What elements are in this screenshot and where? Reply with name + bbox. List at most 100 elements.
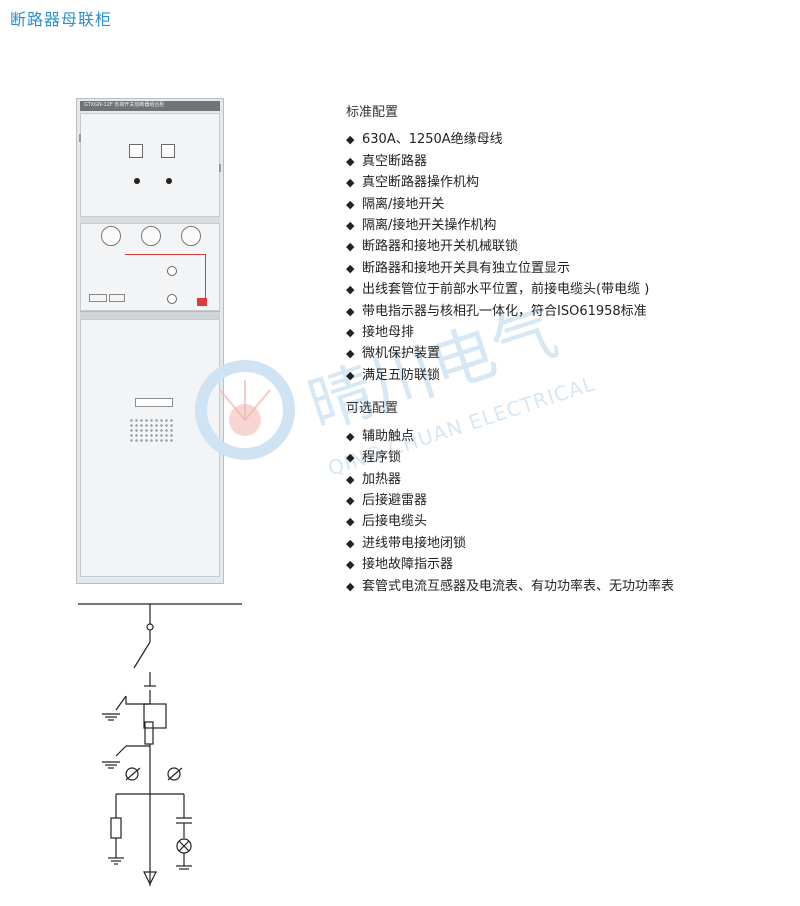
watermark-sun-icon bbox=[219, 380, 271, 436]
diamond-bullet-icon: ◆ bbox=[346, 429, 355, 443]
dial-icon bbox=[141, 226, 161, 246]
standard-config-title: 标准配置 bbox=[346, 105, 399, 120]
diamond-bullet-icon: ◆ bbox=[346, 579, 355, 593]
standard-item-text: 断路器和接地开关机械联锁 bbox=[362, 239, 519, 255]
fuse-icon bbox=[144, 721, 154, 745]
optional-item-text: 加热器 bbox=[362, 471, 402, 487]
diamond-bullet-icon: ◆ bbox=[346, 451, 355, 465]
optional-item: ◆ 进线带电接地闭锁 bbox=[346, 533, 786, 554]
vent-grille bbox=[129, 418, 175, 444]
cabinet-mid-panel bbox=[80, 223, 220, 311]
standard-item: ◆ 断路器和接地开关具有独立位置显示 bbox=[346, 258, 786, 279]
standard-item: ◆ 隔离/接地开关 bbox=[346, 194, 786, 215]
nameplate-slot bbox=[135, 398, 173, 407]
optional-item: ◆ 后接避雷器 bbox=[346, 490, 786, 511]
standard-item-text: 接地母排 bbox=[362, 325, 415, 341]
optional-config-title: 可选配置 bbox=[346, 401, 399, 417]
standard-item-text: 真空断路器 bbox=[362, 153, 428, 169]
diamond-bullet-icon: ◆ bbox=[346, 304, 355, 318]
optional-item-text: 程序锁 bbox=[362, 450, 402, 466]
single-line-diagram bbox=[78, 603, 242, 886]
standard-item-text: 隔离/接地开关 bbox=[362, 196, 445, 212]
optional-config-list: ◆ 辅助触点 ◆ 程序锁 ◆ 加热器 ◆ 后接避雷器 ◆ 后接电缆头 ◆ 进线带电接地闭锁 ◆ 接地故障指… bbox=[346, 426, 786, 597]
optional-item-text: 辅助触点 bbox=[362, 428, 415, 444]
operation-button bbox=[167, 266, 177, 276]
optional-item: ◆ 辅助触点 bbox=[346, 426, 786, 447]
standard-item: ◆ 出线套管位于前部水平位置，前接电缆头(带电缆 ) bbox=[346, 279, 786, 300]
diamond-bullet-icon: ◆ bbox=[346, 536, 355, 550]
diamond-bullet-icon: ◆ bbox=[346, 133, 355, 147]
mimic-line bbox=[205, 254, 206, 304]
standard-item: ◆ 真空断路器 bbox=[346, 151, 786, 172]
diamond-bullet-icon: ◆ bbox=[346, 326, 355, 340]
optional-item-text: 进线带电接地闭锁 bbox=[362, 535, 467, 551]
optional-item-text: 后接避雷器 bbox=[362, 492, 428, 508]
spec-list: 标准配置 ◆ 630A、1250A绝缘母线 ◆ 真空断路器 ◆ 真空断路器操作机构 ◆ 隔离/… bbox=[346, 102, 786, 597]
standard-item-text: 断路器和接地开关具有独立位置显示 bbox=[362, 260, 571, 276]
standard-item-text: 带电指示器与核相孔一体化，符合ISO61958标准 bbox=[362, 303, 647, 319]
cable-terminal-icon bbox=[143, 871, 157, 886]
indicator-icon bbox=[161, 144, 175, 158]
diamond-bullet-icon: ◆ bbox=[346, 283, 355, 297]
cabinet-illustration: GTXGN-12F 负荷开关熔断器组合柜 bbox=[76, 98, 224, 584]
diamond-bullet-icon: ◆ bbox=[346, 261, 355, 275]
standard-item-text: 微机保护装置 bbox=[362, 346, 441, 362]
cabinet-label-strip: GTXGN-12F 负荷开关熔断器组合柜 bbox=[80, 101, 220, 111]
mimic-block bbox=[197, 298, 207, 306]
optional-item: ◆ 加热器 bbox=[346, 469, 786, 490]
hinge-icon bbox=[219, 164, 221, 172]
optional-item: ◆ 套管式电流互感器及电流表、有功功率表、无功功率表 bbox=[346, 576, 786, 597]
optional-item-text: 套管式电流互感器及电流表、有功功率表、无功功率表 bbox=[362, 578, 675, 594]
diamond-bullet-icon: ◆ bbox=[346, 240, 355, 254]
knob-icon bbox=[166, 178, 172, 184]
cabinet-lower-door bbox=[80, 319, 220, 577]
operation-button bbox=[167, 294, 177, 304]
standard-item-text: 满足五防联锁 bbox=[362, 367, 441, 383]
dial-icon bbox=[181, 226, 201, 246]
standard-item: ◆ 断路器和接地开关机械联锁 bbox=[346, 236, 786, 257]
diamond-bullet-icon: ◆ bbox=[346, 154, 355, 168]
breaker-box-icon bbox=[143, 703, 167, 729]
hinge-icon bbox=[79, 134, 81, 142]
small-label-icon bbox=[89, 294, 107, 302]
surge-arrester-icon bbox=[110, 817, 122, 839]
small-label-icon bbox=[109, 294, 125, 302]
optional-item: ◆ 接地故障指示器 bbox=[346, 554, 786, 575]
standard-item-text: 出线套管位于前部水平位置，前接电缆头(带电缆 ) bbox=[362, 282, 650, 298]
current-transformer-icon bbox=[125, 767, 139, 781]
standard-item: ◆ 满足五防联锁 bbox=[346, 365, 786, 386]
knob-icon bbox=[134, 178, 140, 184]
standard-item: ◆ 630A、1250A绝缘母线 bbox=[346, 129, 786, 150]
diamond-bullet-icon: ◆ bbox=[346, 472, 355, 486]
standard-item: ◆ 隔离/接地开关操作机构 bbox=[346, 215, 786, 236]
optional-item-text: 接地故障指示器 bbox=[362, 557, 454, 573]
standard-config-list: ◆630A、1250A绝缘母线◆真空断路器◆真空断路器操作机构◆隔离/接地开关◆… bbox=[346, 129, 786, 386]
standard-item-text: 隔离/接地开关操作机构 bbox=[362, 218, 497, 234]
diamond-bullet-icon: ◆ bbox=[346, 176, 355, 190]
standard-item: ◆ 真空断路器操作机构 bbox=[346, 172, 786, 193]
standard-item-text: 630A、1250A绝缘母线 bbox=[362, 132, 503, 148]
diamond-bullet-icon: ◆ bbox=[346, 197, 355, 211]
diamond-bullet-icon: ◆ bbox=[346, 219, 355, 233]
standard-item-text: 真空断路器操作机构 bbox=[362, 175, 480, 191]
dial-icon bbox=[101, 226, 121, 246]
standard-item: ◆ 带电指示器与核相孔一体化，符合ISO61958标准 bbox=[346, 301, 786, 322]
diamond-bullet-icon: ◆ bbox=[346, 558, 355, 572]
diamond-bullet-icon: ◆ bbox=[346, 493, 355, 507]
cabinet-top-panel bbox=[79, 113, 221, 217]
earth-switch-line bbox=[125, 696, 150, 705]
panel-divider bbox=[80, 217, 220, 223]
mimic-line bbox=[125, 254, 205, 255]
meter-icon bbox=[129, 144, 143, 158]
page-title: 断路器母联柜 bbox=[10, 10, 113, 29]
cabinet-label: GTXGN-12F 负荷开关熔断器组合柜 bbox=[84, 102, 165, 108]
diamond-bullet-icon: ◆ bbox=[346, 368, 355, 382]
optional-item: ◆ 程序锁 bbox=[346, 447, 786, 468]
diamond-bullet-icon: ◆ bbox=[346, 347, 355, 361]
standard-item: ◆ 接地母排 bbox=[346, 322, 786, 343]
optional-item: ◆ 后接电缆头 bbox=[346, 511, 786, 532]
disconnector-switch-icon bbox=[133, 641, 151, 669]
optional-item-text: 后接电缆头 bbox=[362, 514, 428, 530]
diamond-bullet-icon: ◆ bbox=[346, 515, 355, 529]
connection-node-icon bbox=[146, 623, 154, 631]
